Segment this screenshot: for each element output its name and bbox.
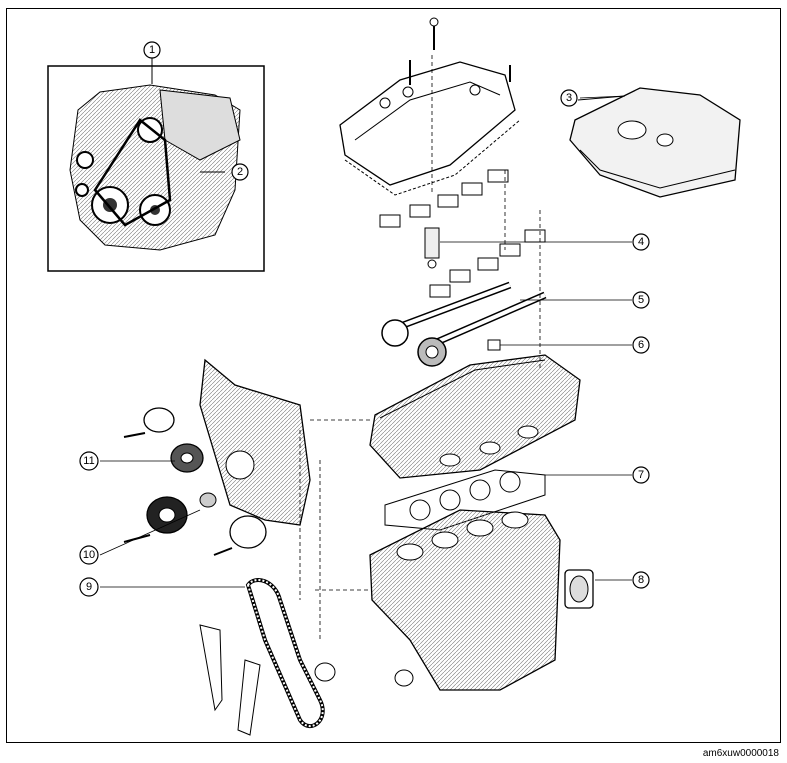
timing-chain: [199, 578, 414, 736]
callout-7: 7: [632, 466, 650, 484]
reference-code: am6xuw0000018: [702, 748, 779, 759]
svg-text:1: 1: [149, 44, 155, 56]
cylinder-block: [369, 509, 561, 691]
callout-4: 4: [632, 233, 650, 251]
rear-oil-seal: [564, 569, 594, 609]
engine-cover: [569, 87, 741, 198]
alignment-lines: [299, 55, 541, 640]
svg-text:11: 11: [83, 455, 94, 467]
callout-11: 11: [79, 451, 99, 471]
diagram-frame: [6, 8, 781, 743]
leader-lines: [99, 95, 632, 588]
cylinder-head-gasket: [384, 469, 546, 531]
camshaft-caps: [379, 169, 546, 298]
callout-3: 3: [560, 89, 578, 107]
svg-text:7: 7: [638, 469, 644, 481]
callout-6: 6: [632, 336, 650, 354]
svg-text:3: 3: [566, 92, 572, 104]
callout-2: 2: [231, 163, 249, 181]
callout-10: 10: [79, 545, 99, 565]
svg-text:2: 2: [237, 166, 243, 178]
svg-text:9: 9: [86, 581, 92, 593]
svg-text:4: 4: [638, 236, 644, 248]
callout-8: 8: [632, 571, 650, 589]
timing-chain-cover: [199, 358, 311, 526]
svg-text:8: 8: [638, 574, 644, 586]
engine-assembly-inset: [47, 58, 265, 272]
idler-pulleys: [123, 407, 267, 556]
svg-text:6: 6: [638, 339, 644, 351]
oil-control-valve: [424, 227, 440, 269]
callout-9: 9: [79, 577, 99, 597]
tappet: [487, 339, 501, 351]
callout-1: 1: [143, 41, 161, 59]
camshafts: [381, 281, 547, 367]
callout-5: 5: [632, 291, 650, 309]
svg-text:10: 10: [83, 549, 95, 561]
svg-text:5: 5: [638, 294, 644, 306]
cylinder-head: [369, 354, 581, 479]
cylinder-head-cover: [339, 17, 521, 196]
